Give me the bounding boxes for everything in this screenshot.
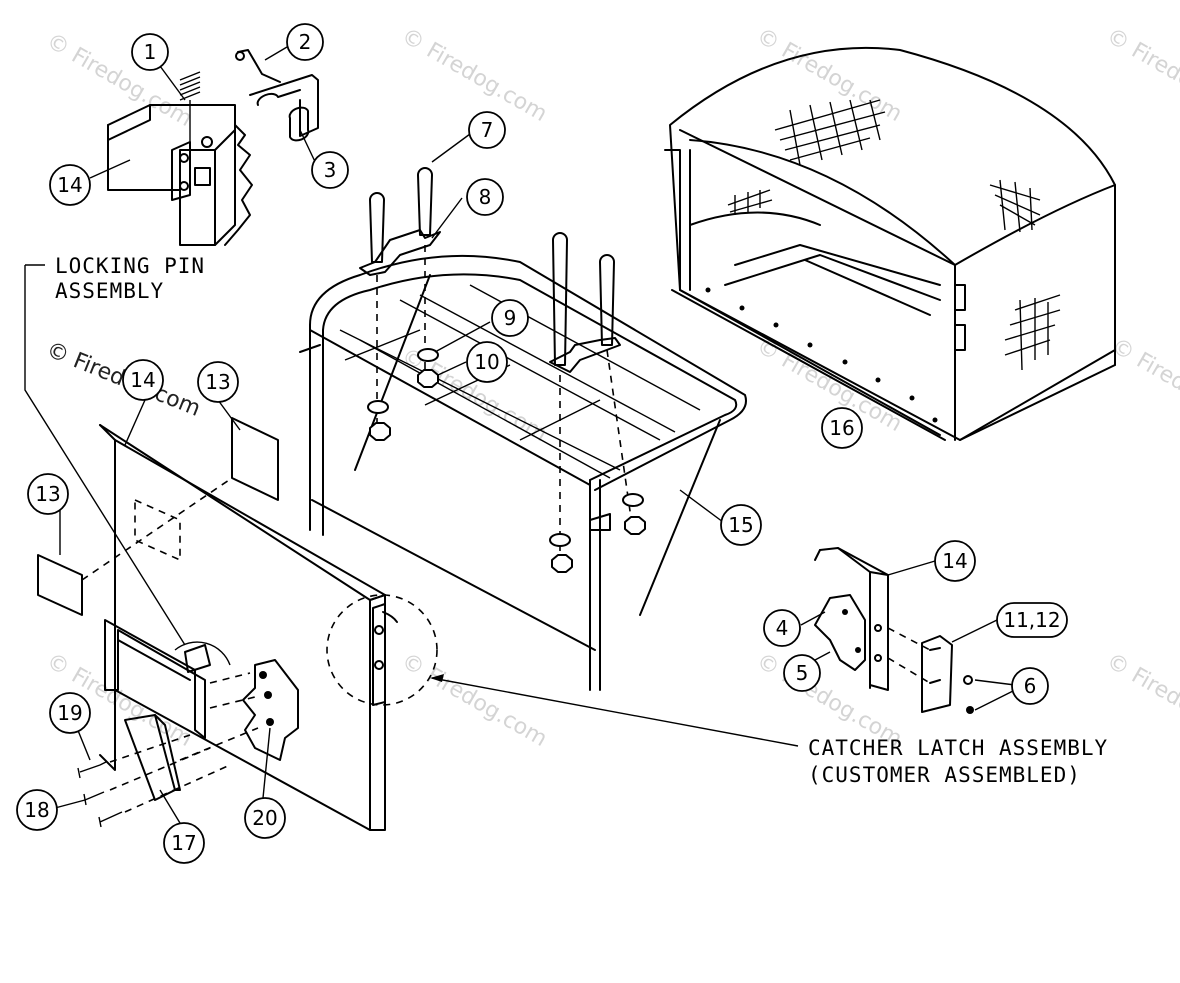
- callout-16: 16: [821, 407, 863, 449]
- watermark: © Firedog.com: [1107, 334, 1180, 437]
- callout-10: 10: [466, 341, 508, 383]
- callout-number: 13: [35, 482, 60, 506]
- callout-number: 14: [942, 549, 967, 573]
- watermark: © Firedog.com: [397, 649, 551, 752]
- callout-8: 8: [466, 178, 504, 216]
- callout-number: 18: [24, 798, 49, 822]
- callout-2: 2: [286, 23, 324, 61]
- callout-number: 1: [144, 40, 157, 64]
- callout-number: 20: [252, 806, 277, 830]
- callout-14c: 14: [934, 540, 976, 582]
- watermark: © Firedog.com: [397, 24, 551, 127]
- locking-pin-assembly-drawing: [107, 49, 319, 246]
- callout-1: 1: [131, 33, 169, 71]
- door-panel-drawing: [24, 264, 438, 831]
- leader-arrowhead: [430, 674, 444, 682]
- locking-pin-label-line1: LOCKING PIN: [55, 254, 205, 278]
- callout-13a: 13: [197, 361, 239, 403]
- callout-4: 4: [763, 609, 801, 647]
- callout-leaders: [54, 46, 998, 829]
- locking-pin-label-line2: ASSEMBLY: [55, 279, 164, 303]
- callout-15: 15: [720, 504, 762, 546]
- callout-number: 14: [57, 173, 82, 197]
- callout-number: 2: [299, 30, 312, 54]
- callout-number: 7: [481, 118, 494, 142]
- callout-number: 14: [130, 368, 155, 392]
- catcher-latch-leader: [431, 677, 799, 747]
- catcher-latch-drawing: [814, 547, 1016, 714]
- callout-number: 6: [1024, 674, 1037, 698]
- watermark: © Firedog.com: [42, 29, 196, 132]
- callout-9: 9: [491, 299, 529, 337]
- callout-number: 4: [776, 616, 789, 640]
- callout-6: 6: [1011, 667, 1049, 705]
- callout-number: 16: [829, 416, 854, 440]
- callout-number: 17: [171, 831, 196, 855]
- watermark: © Firedog.com: [1102, 24, 1180, 127]
- callout-7: 7: [468, 111, 506, 149]
- callout-number: 19: [57, 701, 82, 725]
- watermark: © Firedog.com: [1102, 649, 1180, 752]
- callout-number: 13: [205, 370, 230, 394]
- callout-number: 15: [728, 513, 753, 537]
- callout-13b: 13: [27, 473, 69, 515]
- callout-number: 3: [324, 158, 337, 182]
- callout-18: 18: [16, 789, 58, 831]
- callout-14a: 14: [49, 164, 91, 206]
- cage-enclosure-drawing: [664, 46, 1116, 441]
- callout-5: 5: [783, 654, 821, 692]
- frame-drawing: [299, 167, 747, 691]
- callout-number: 11,12: [1003, 608, 1060, 632]
- catcher-latch-label-line2: (CUSTOMER ASSEMBLED): [808, 763, 1081, 787]
- callout-11-12: 11,12: [996, 602, 1068, 638]
- callout-number: 8: [479, 185, 492, 209]
- watermark: © Firedog.com: [752, 24, 906, 127]
- callout-19: 19: [49, 692, 91, 734]
- callout-number: 5: [796, 661, 809, 685]
- callout-14b: 14: [122, 359, 164, 401]
- callout-3: 3: [311, 151, 349, 189]
- callout-17: 17: [163, 822, 205, 864]
- catcher-latch-label-line1: CATCHER LATCH ASSEMBLY: [808, 736, 1108, 760]
- callout-number: 10: [474, 350, 499, 374]
- callout-20: 20: [244, 797, 286, 839]
- callout-number: 9: [504, 306, 517, 330]
